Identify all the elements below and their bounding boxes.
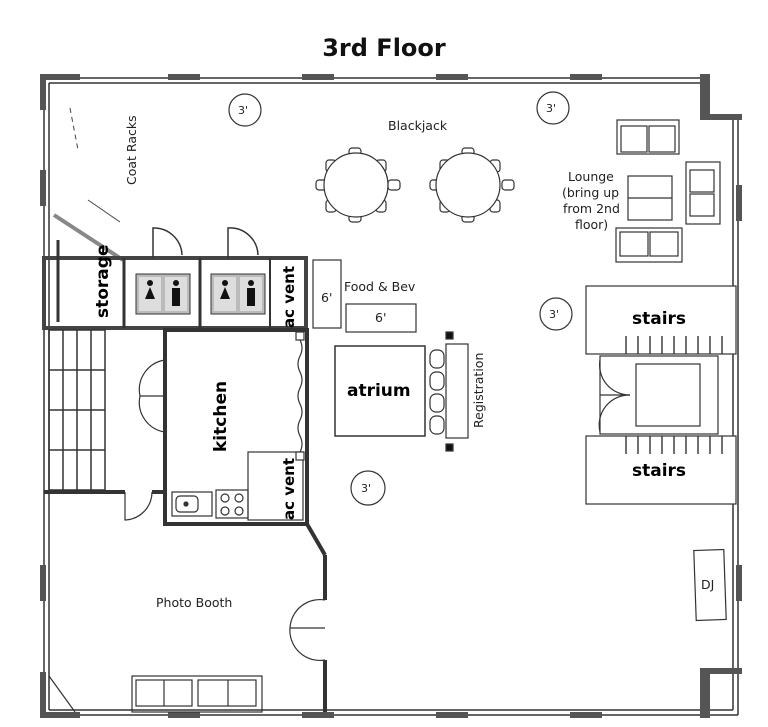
round-table-label: 3'	[238, 104, 248, 117]
round-table	[539, 297, 573, 331]
photo-booth-label: Photo Booth	[156, 595, 232, 610]
atrium-label: atrium	[347, 381, 411, 401]
curtain-line	[295, 331, 305, 461]
ac-vent-top-label: ac vent	[280, 266, 298, 328]
coat-racks-label: Coat Racks	[124, 115, 139, 185]
elevator-doors	[598, 359, 631, 433]
photo-booth-couch	[131, 675, 263, 713]
round-table-label: 3'	[549, 308, 559, 321]
page-title: 3rd Floor	[322, 34, 446, 62]
lounge-label-line1: Lounge	[568, 169, 614, 184]
food-bev-label: Food & Bev	[344, 279, 416, 294]
table-6-horizontal-label: 6'	[375, 310, 386, 325]
dj-booth	[693, 548, 727, 622]
blackjack-table-1	[315, 147, 401, 223]
blackjack-table-2	[429, 147, 515, 223]
round-table	[228, 93, 262, 127]
left-stairs	[48, 329, 106, 491]
round-tables	[228, 91, 573, 506]
round-table	[350, 470, 386, 506]
storage-label: storage	[93, 245, 113, 318]
photo-booth-door	[48, 598, 326, 713]
restroom-sign-2	[210, 273, 266, 315]
stairs-bottom-label: stairs	[632, 461, 686, 481]
photo-booth-walls	[165, 522, 327, 712]
lounge-label-line3: from 2nd	[563, 201, 620, 216]
ac-vent-bottom-label: ac vent	[280, 458, 298, 520]
dj-label: DJ	[701, 577, 714, 592]
lounge-furniture	[615, 119, 721, 263]
wall-windows	[40, 74, 742, 718]
registration-label: Registration	[471, 353, 486, 428]
lounge-label-line4: floor)	[575, 217, 608, 232]
kitchen-label: kitchen	[211, 381, 231, 452]
food-bev-tables	[312, 259, 417, 333]
right-stairs	[585, 285, 737, 505]
registration-desk	[429, 331, 469, 452]
stairs-top-label: stairs	[632, 309, 686, 329]
restroom-sign-1	[135, 273, 191, 315]
kitchen-walls	[44, 328, 309, 526]
stove-icon	[215, 489, 249, 519]
round-table-label: 3'	[361, 482, 371, 495]
atrium-box	[334, 345, 426, 437]
blackjack-label: Blackjack	[388, 118, 448, 133]
table-6-vertical-label: 6'	[321, 290, 332, 305]
coat-racks	[52, 107, 125, 262]
lounge-label-line2: (bring up	[562, 185, 619, 200]
storage-restroom-block	[42, 227, 308, 330]
round-table-label: 3'	[546, 102, 556, 115]
sink-icon	[171, 491, 213, 517]
round-table	[536, 91, 570, 125]
